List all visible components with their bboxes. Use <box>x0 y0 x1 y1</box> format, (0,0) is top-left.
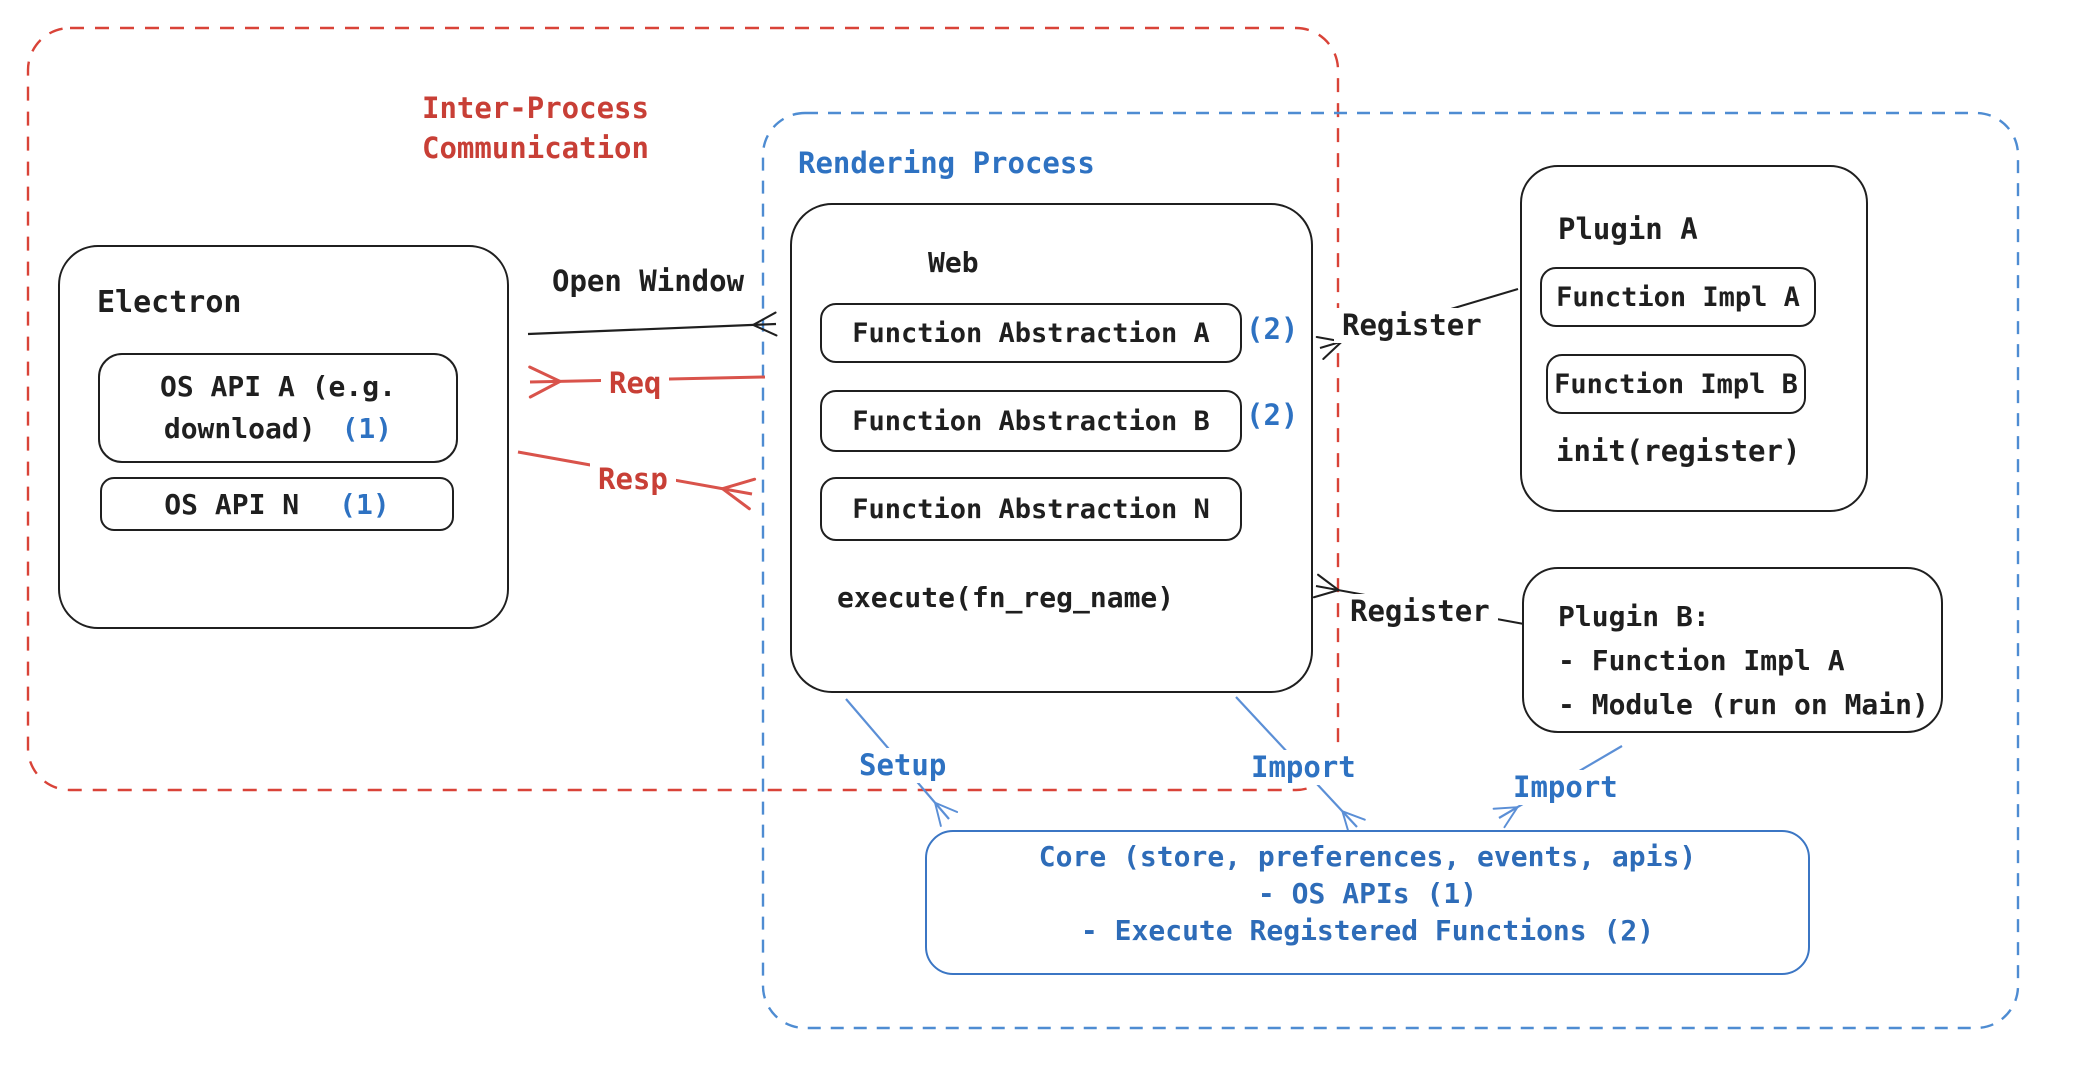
function-abstraction-b-box: Function Abstraction B <box>820 390 1242 452</box>
import-plugin-b-label: Import <box>1505 770 1626 805</box>
function-impl-a-box: Function Impl A <box>1540 267 1816 327</box>
plugin-b-text: Plugin B: - Function Impl A - Module (ru… <box>1558 595 1929 727</box>
ipc-label-line2: Communication <box>422 131 649 165</box>
register-a-label: Register <box>1334 308 1490 343</box>
open-window-arrow <box>527 311 778 337</box>
core-text: Core (store, preferences, events, apis) … <box>927 832 1808 949</box>
function-abstraction-a-box: Function Abstraction A <box>820 303 1242 363</box>
function-abstraction-a-label: Function Abstraction A <box>852 317 1210 349</box>
open-window-label: Open Window <box>552 264 745 298</box>
os-api-a-line2: download) <box>163 412 316 445</box>
plugin-b-item2: - Module (run on Main) <box>1558 688 1929 721</box>
os-api-n-badge: (1) <box>339 487 390 521</box>
function-abstraction-n-label: Function Abstraction N <box>852 493 1210 525</box>
plugin-b-item1: - Function Impl A <box>1558 644 1845 677</box>
os-api-n-box: OS API N (1) <box>100 477 454 531</box>
plugin-a-title: Plugin A <box>1558 212 1698 246</box>
plugin-b-box: Plugin B: - Function Impl A - Module (ru… <box>1522 567 1943 733</box>
web-title: Web <box>928 246 979 279</box>
function-abstraction-n-box: Function Abstraction N <box>820 477 1242 541</box>
import-web-label: Import <box>1243 750 1364 785</box>
core-line2: - OS APIs (1) <box>1257 877 1478 910</box>
rendering-group-border <box>761 111 2020 1030</box>
plugin-a-box: Plugin A <box>1520 165 1868 512</box>
init-register-text: init(register) <box>1556 434 1801 468</box>
function-impl-a-label: Function Impl A <box>1556 281 1800 313</box>
function-abstraction-a-badge: (2) <box>1246 312 1299 346</box>
core-line1: Core (store, preferences, events, apis) <box>1038 840 1697 873</box>
function-abstraction-b-label: Function Abstraction B <box>852 405 1210 437</box>
req-label: Req <box>601 366 670 401</box>
os-api-a-badge: (1) <box>341 412 393 445</box>
function-abstraction-b-badge: (2) <box>1246 398 1299 432</box>
register-b-label: Register <box>1342 594 1498 629</box>
core-line3: - Execute Registered Functions (2) <box>1080 914 1655 947</box>
execute-text: execute(fn_reg_name) <box>837 581 1175 614</box>
electron-title: Electron <box>97 285 242 320</box>
core-box: Core (store, preferences, events, apis) … <box>925 830 1810 975</box>
rendering-group-label: Rendering Process <box>798 146 1095 180</box>
os-api-a-line1: OS API A (e.g. <box>159 370 396 403</box>
os-api-a-box: OS API A (e.g. download) (1) <box>98 353 458 463</box>
function-impl-b-box: Function Impl B <box>1546 354 1806 414</box>
function-impl-b-label: Function Impl B <box>1554 368 1798 400</box>
setup-label: Setup <box>851 748 955 783</box>
ipc-label-line1: Inter-Process <box>422 91 649 125</box>
os-api-n-label: OS API N <box>164 487 300 521</box>
resp-label: Resp <box>590 462 676 497</box>
ipc-group-border <box>26 26 1340 792</box>
ipc-group-label: Inter-Process Communication <box>422 88 649 168</box>
plugin-b-title: Plugin B: <box>1558 600 1710 633</box>
